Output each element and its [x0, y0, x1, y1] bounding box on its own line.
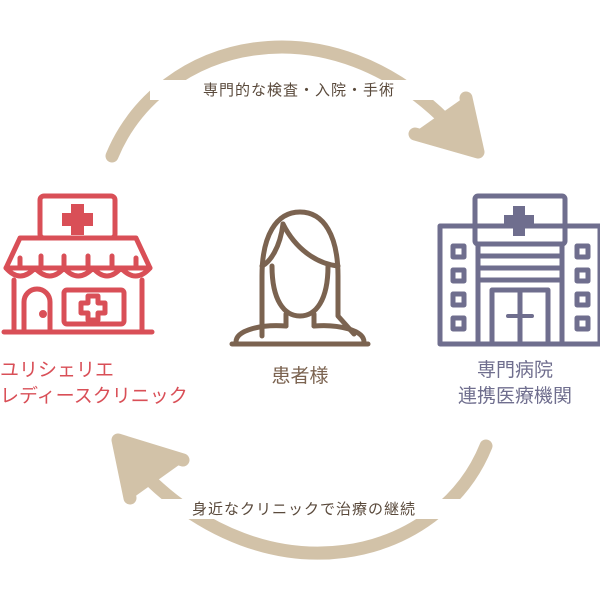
hospital-name-line1: 専門病院 [476, 359, 553, 381]
bottom-arrow-label: 身近なクリニックで治療の継続 [140, 499, 468, 520]
hospital-building-icon [437, 193, 600, 347]
bottom-arc-arrow [111, 433, 493, 560]
top-arc-arrow [105, 40, 485, 163]
clinic-name-label: ユリシェリエ レディースクリニック [0, 358, 230, 409]
hospital-name-line2: 連携医療機関 [457, 384, 572, 407]
clinic-name-line2: レディースクリニック [0, 384, 188, 407]
top-arrow-label: 専門的な検査・入院・手術 [150, 80, 448, 101]
clinic-name-line1: ユリシェリエ [0, 359, 115, 381]
hospital-name-label: 専門病院 連携医療機関 [430, 358, 600, 409]
clinic-shop-icon [1, 193, 155, 335]
patient-woman-icon [229, 209, 371, 347]
patient-label: 患者様 [271, 365, 329, 387]
